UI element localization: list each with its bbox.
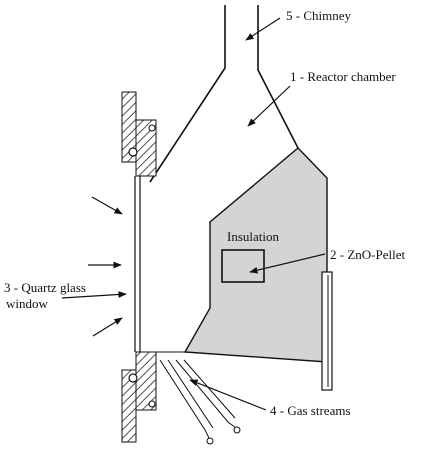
gas-streams-label: 4 - Gas streams <box>270 403 351 418</box>
quartz-window <box>134 176 141 352</box>
insulation-label: Insulation <box>227 229 279 244</box>
window-label-line1: 3 - Quartz glass <box>4 280 86 295</box>
radiation-arrows <box>88 196 123 337</box>
chimney-label: 5 - Chimney <box>286 8 351 23</box>
lower-flange <box>121 351 157 443</box>
upper-flange <box>121 91 157 177</box>
chimney-outline <box>149 5 299 183</box>
leader-arrows <box>61 17 326 411</box>
gas-stream-pipes <box>159 359 241 445</box>
pellet-label: 2 - ZnO-Pellet <box>330 247 405 262</box>
side-plate <box>321 271 333 391</box>
reactor-chamber-label: 1 - Reactor chamber <box>290 69 396 84</box>
window-label-line2: window <box>6 296 49 311</box>
zno-pellet <box>221 249 265 283</box>
insulation-block <box>183 147 328 363</box>
